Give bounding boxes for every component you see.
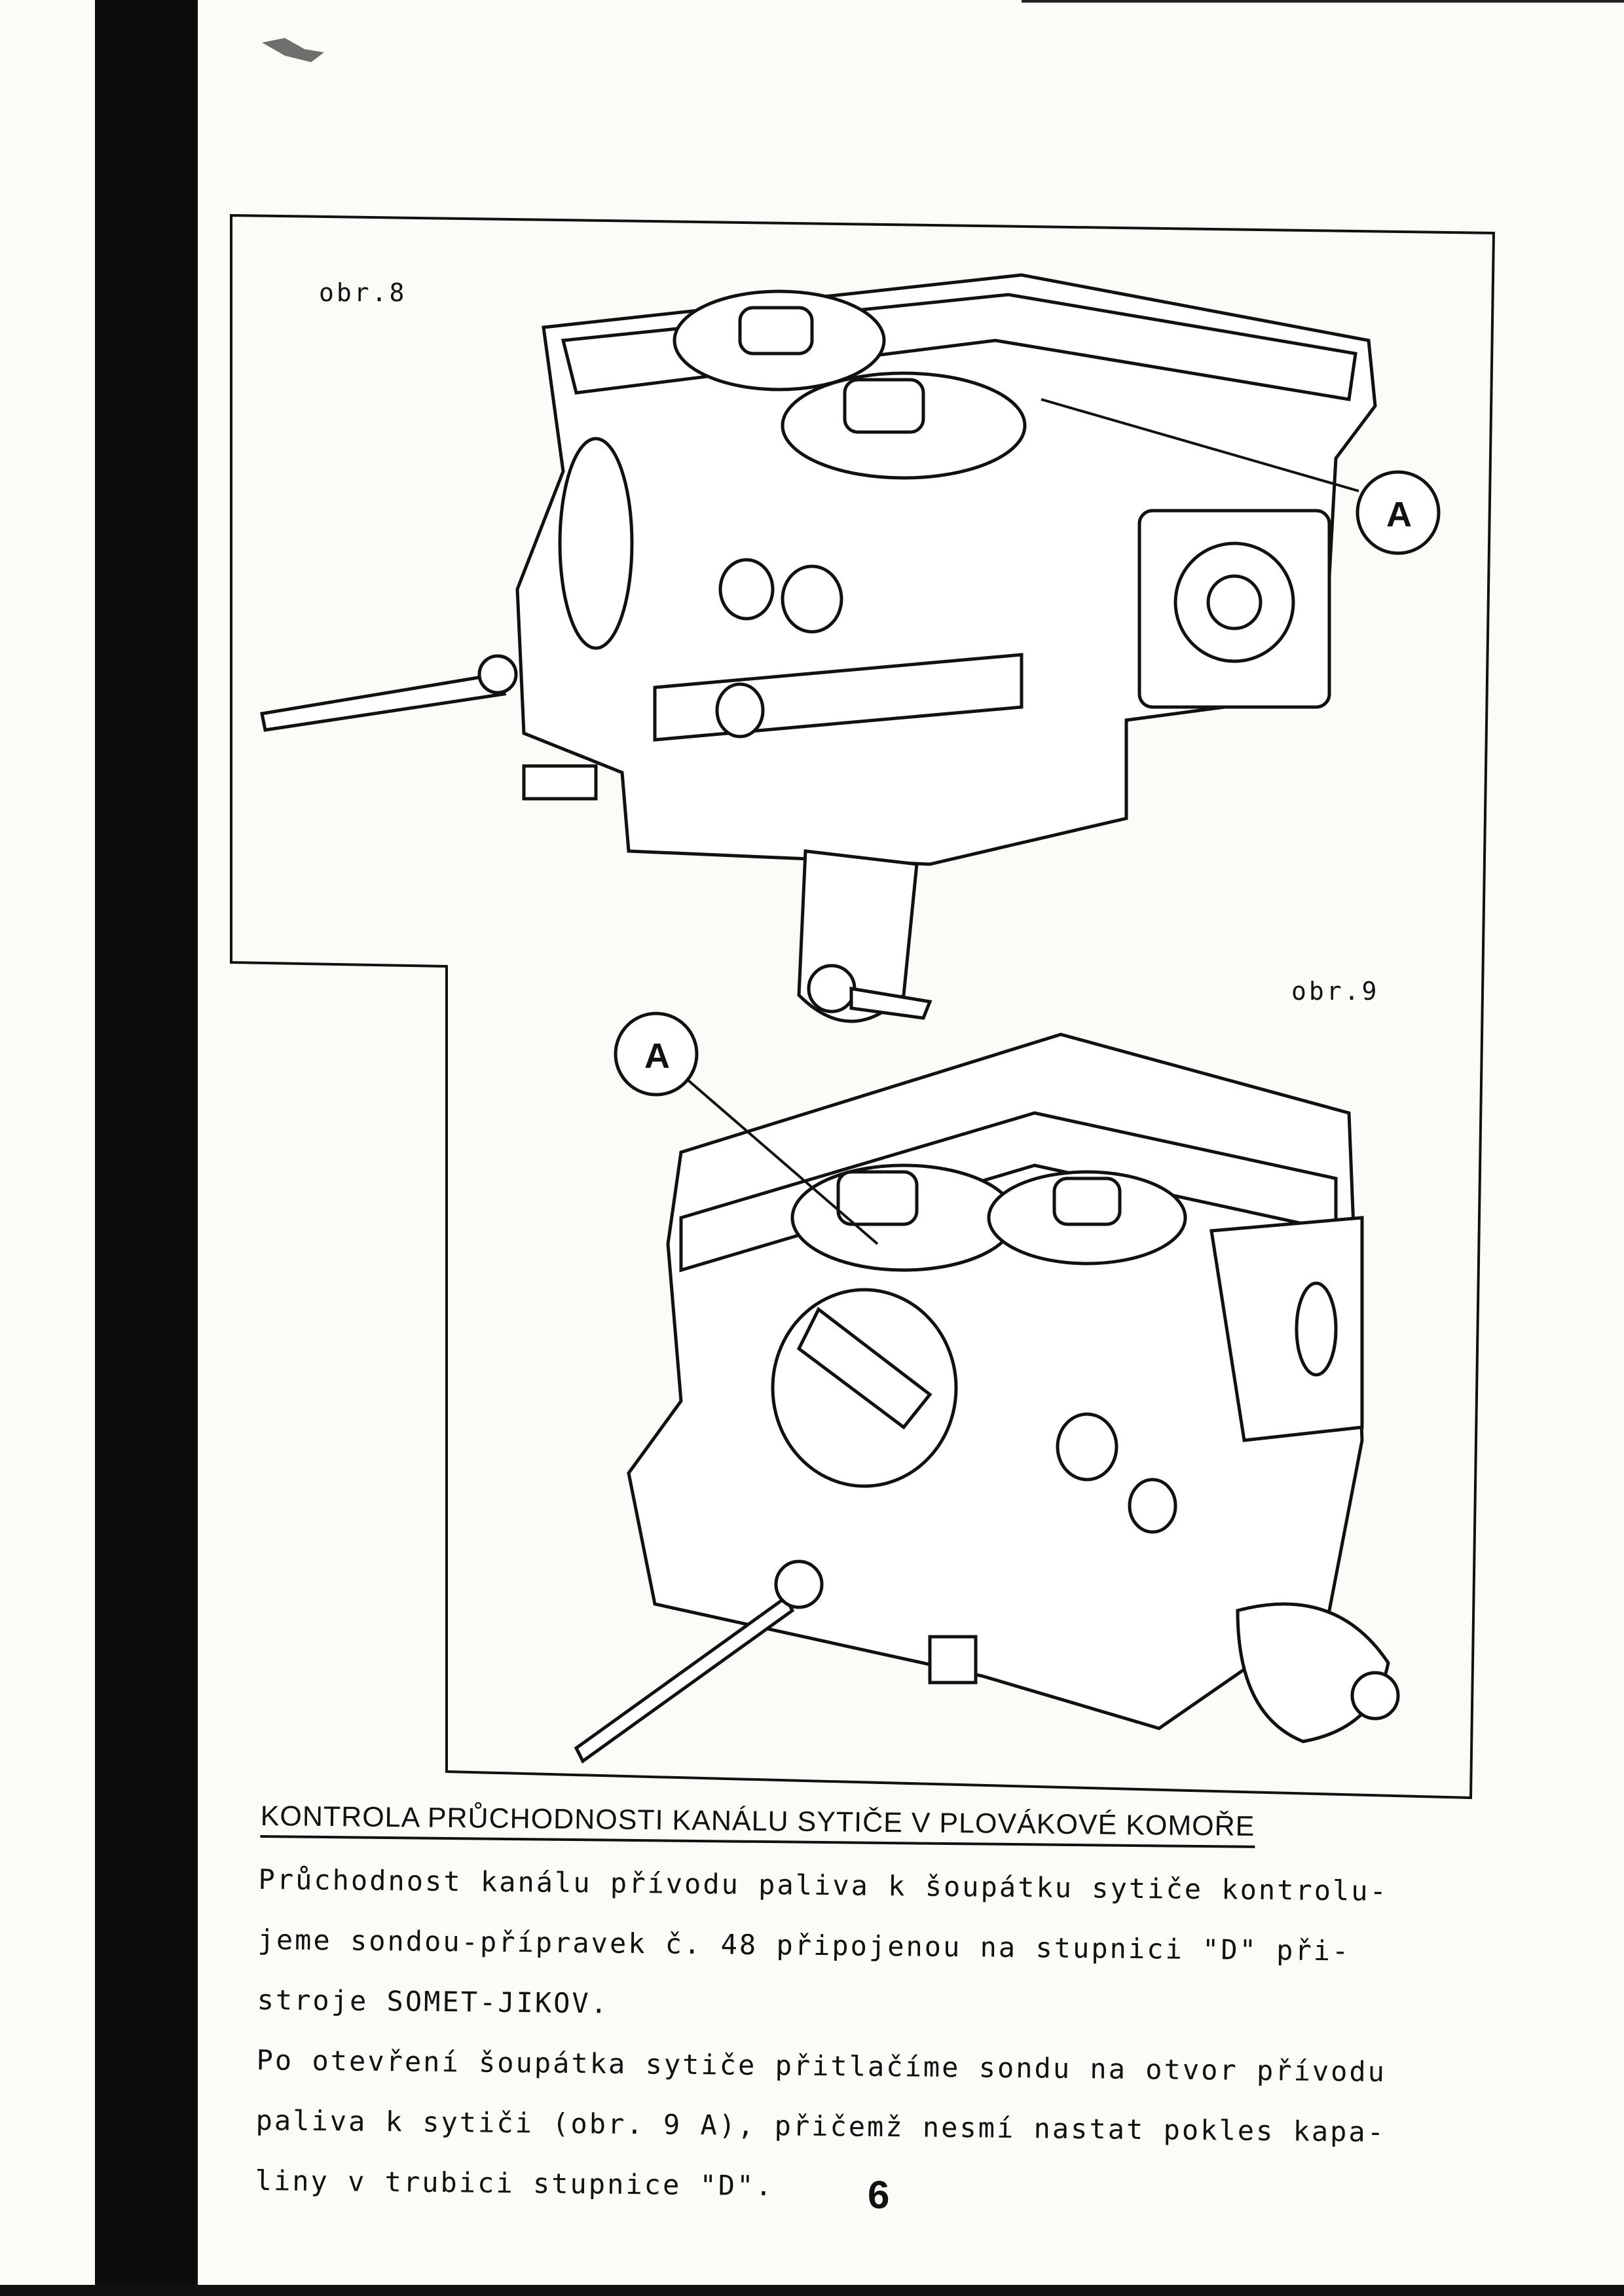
- callout-a-fig9: A: [644, 1036, 670, 1076]
- figure-9-label: obr.9: [1291, 977, 1380, 1006]
- scan-top-line: [1022, 0, 1624, 3]
- scan-edge-band: [95, 0, 198, 2296]
- section-body: Průchodnost kanálu přívodu paliva k šoup…: [255, 1850, 1490, 2224]
- callout-a-circle-fig8: [1356, 470, 1441, 555]
- figure-8-label: obr.8: [319, 278, 407, 307]
- page-number: 6: [868, 2173, 890, 2217]
- scan-smudge: [262, 38, 324, 62]
- carburetor-figure-8: [260, 273, 1377, 1023]
- carburetor-figure-9: [574, 1032, 1400, 1764]
- callout-a-circle-fig9: [614, 1011, 699, 1097]
- scan-bottom-band: [0, 2285, 1624, 2296]
- callout-a-fig8: A: [1386, 495, 1412, 534]
